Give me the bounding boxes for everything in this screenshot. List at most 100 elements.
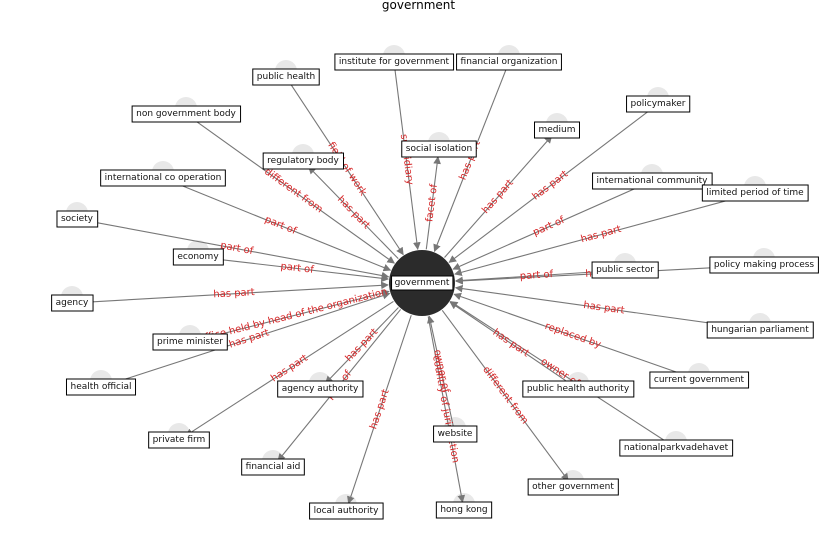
edge-label-agency: has part — [213, 287, 255, 300]
node-label-box — [649, 371, 750, 389]
node-label: non government body — [136, 109, 236, 119]
node-health-official[interactable]: health official — [65, 378, 137, 396]
edge-label-public-health-authority: has part — [491, 327, 531, 359]
node-label: international co operation — [105, 173, 222, 183]
node-international-community[interactable]: international community — [592, 172, 713, 190]
node-website[interactable]: website — [433, 425, 478, 443]
node-regulatory-body[interactable]: regulatory body — [262, 152, 344, 170]
edge-website — [426, 315, 454, 427]
node-label: agency — [56, 298, 89, 308]
node-label-box — [456, 53, 562, 71]
node-agency[interactable]: agency — [51, 294, 94, 312]
edge-label-medium: has part — [480, 178, 516, 216]
edge-label-limited-period-of-time: has part — [580, 224, 623, 245]
node-label: local authority — [314, 506, 380, 516]
node-label-box — [534, 121, 580, 139]
edge-limited-period-of-time — [454, 194, 748, 277]
node-label-box — [309, 502, 384, 520]
edge-international-co-operation — [170, 180, 392, 272]
node-private-firm[interactable]: private firm — [148, 431, 210, 449]
node-label: medium — [539, 125, 576, 135]
edge-label-economy: part of — [280, 261, 315, 276]
node-policy-making-process[interactable]: policy making process — [709, 256, 819, 274]
node-public-sector[interactable]: public sector — [591, 261, 659, 279]
node-medium[interactable]: medium — [534, 121, 580, 139]
edge-institute-for-government — [394, 69, 421, 251]
center-node-label: government — [395, 278, 450, 288]
node-other-government[interactable]: other government — [527, 478, 619, 496]
node-social-isolation[interactable]: social isolation — [401, 140, 477, 158]
edge-label-current-government: replaced by — [543, 321, 602, 351]
node-label-box — [522, 380, 635, 398]
node-label: financial organization — [461, 57, 558, 67]
edge-label-international-community: part of — [531, 215, 566, 239]
edge-label-private-firm: has part — [269, 353, 310, 385]
node-label: policy making process — [714, 260, 815, 270]
node-label-box — [51, 294, 94, 312]
node-label-box — [591, 261, 659, 279]
edge-international-community — [452, 183, 645, 270]
node-label: hong kong — [440, 505, 487, 515]
edge-agency — [79, 281, 389, 304]
node-label: international community — [597, 176, 709, 186]
node-label: current government — [654, 375, 745, 385]
node-label: agency authority — [282, 384, 359, 394]
edge-label-international-co-operation: part of — [263, 214, 298, 237]
node-limited-period-of-time[interactable]: limited period of time — [701, 184, 809, 202]
edge-public-health-authority — [449, 301, 572, 385]
node-label: regulatory body — [267, 156, 339, 166]
node-public-health[interactable]: public health — [252, 68, 320, 86]
node-label: prime minister — [157, 337, 223, 347]
edge-hungarian-parliament — [454, 284, 753, 330]
node-label-box — [619, 439, 734, 457]
node-society[interactable]: society — [56, 210, 99, 228]
node-label-box — [334, 53, 455, 71]
node-label: limited period of time — [706, 188, 804, 198]
node-label: hungarian parliament — [711, 325, 809, 335]
node-financial-organization[interactable]: financial organization — [456, 53, 562, 71]
edge-private-firm — [185, 300, 394, 437]
node-international-co-operation[interactable]: international co operation — [100, 169, 226, 187]
node-economy[interactable]: economy — [172, 248, 224, 266]
edge-public-health — [289, 83, 404, 256]
edge-policymaker — [448, 108, 652, 263]
node-hungarian-parliament[interactable]: hungarian parliament — [706, 321, 814, 339]
node-institute-for-government[interactable]: institute for government — [334, 53, 455, 71]
node-financial-aid[interactable]: financial aid — [241, 458, 305, 476]
node-label: public sector — [596, 265, 654, 275]
node-non-government-body[interactable]: non government body — [131, 105, 242, 123]
edge-public-sector — [455, 269, 618, 285]
edge-regulatory-body — [308, 166, 399, 260]
node-current-government[interactable]: current government — [649, 371, 750, 389]
edge-agency-authority — [325, 307, 399, 384]
node-label-box — [100, 169, 226, 187]
node-label-box — [56, 210, 99, 228]
node-label: society — [61, 214, 94, 224]
node-label: policymaker — [631, 99, 686, 109]
node-label: institute for government — [339, 57, 450, 67]
node-label-box — [172, 248, 224, 266]
node-prime-minister[interactable]: prime minister — [152, 333, 228, 351]
edge-prime-minister — [197, 289, 390, 341]
node-public-health-authority[interactable]: public health authority — [522, 380, 635, 398]
node-label: nationalparkvadehavet — [624, 443, 729, 453]
node-agency-authority[interactable]: agency authority — [277, 380, 364, 398]
edge-layer — [79, 69, 757, 505]
node-label-box — [241, 458, 305, 476]
node-label: website — [438, 429, 473, 439]
center-node-label-box — [391, 275, 454, 291]
center-node[interactable]: government — [389, 250, 455, 316]
node-nationalparkvadehavet[interactable]: nationalparkvadehavet — [619, 439, 734, 457]
edge-medium — [444, 135, 553, 258]
node-policymaker[interactable]: policymaker — [626, 95, 691, 113]
node-layer: public health institute for government fin… — [51, 53, 819, 520]
node-label-box — [592, 172, 713, 190]
edge-nationalparkvadehavet — [449, 301, 670, 445]
node-label-box — [435, 501, 493, 519]
edge-current-government — [453, 292, 692, 378]
node-local-authority[interactable]: local authority — [309, 502, 384, 520]
node-label-box — [148, 431, 210, 449]
graph-title: government — [381, 0, 456, 12]
node-hong-kong[interactable]: hong kong — [435, 501, 493, 519]
